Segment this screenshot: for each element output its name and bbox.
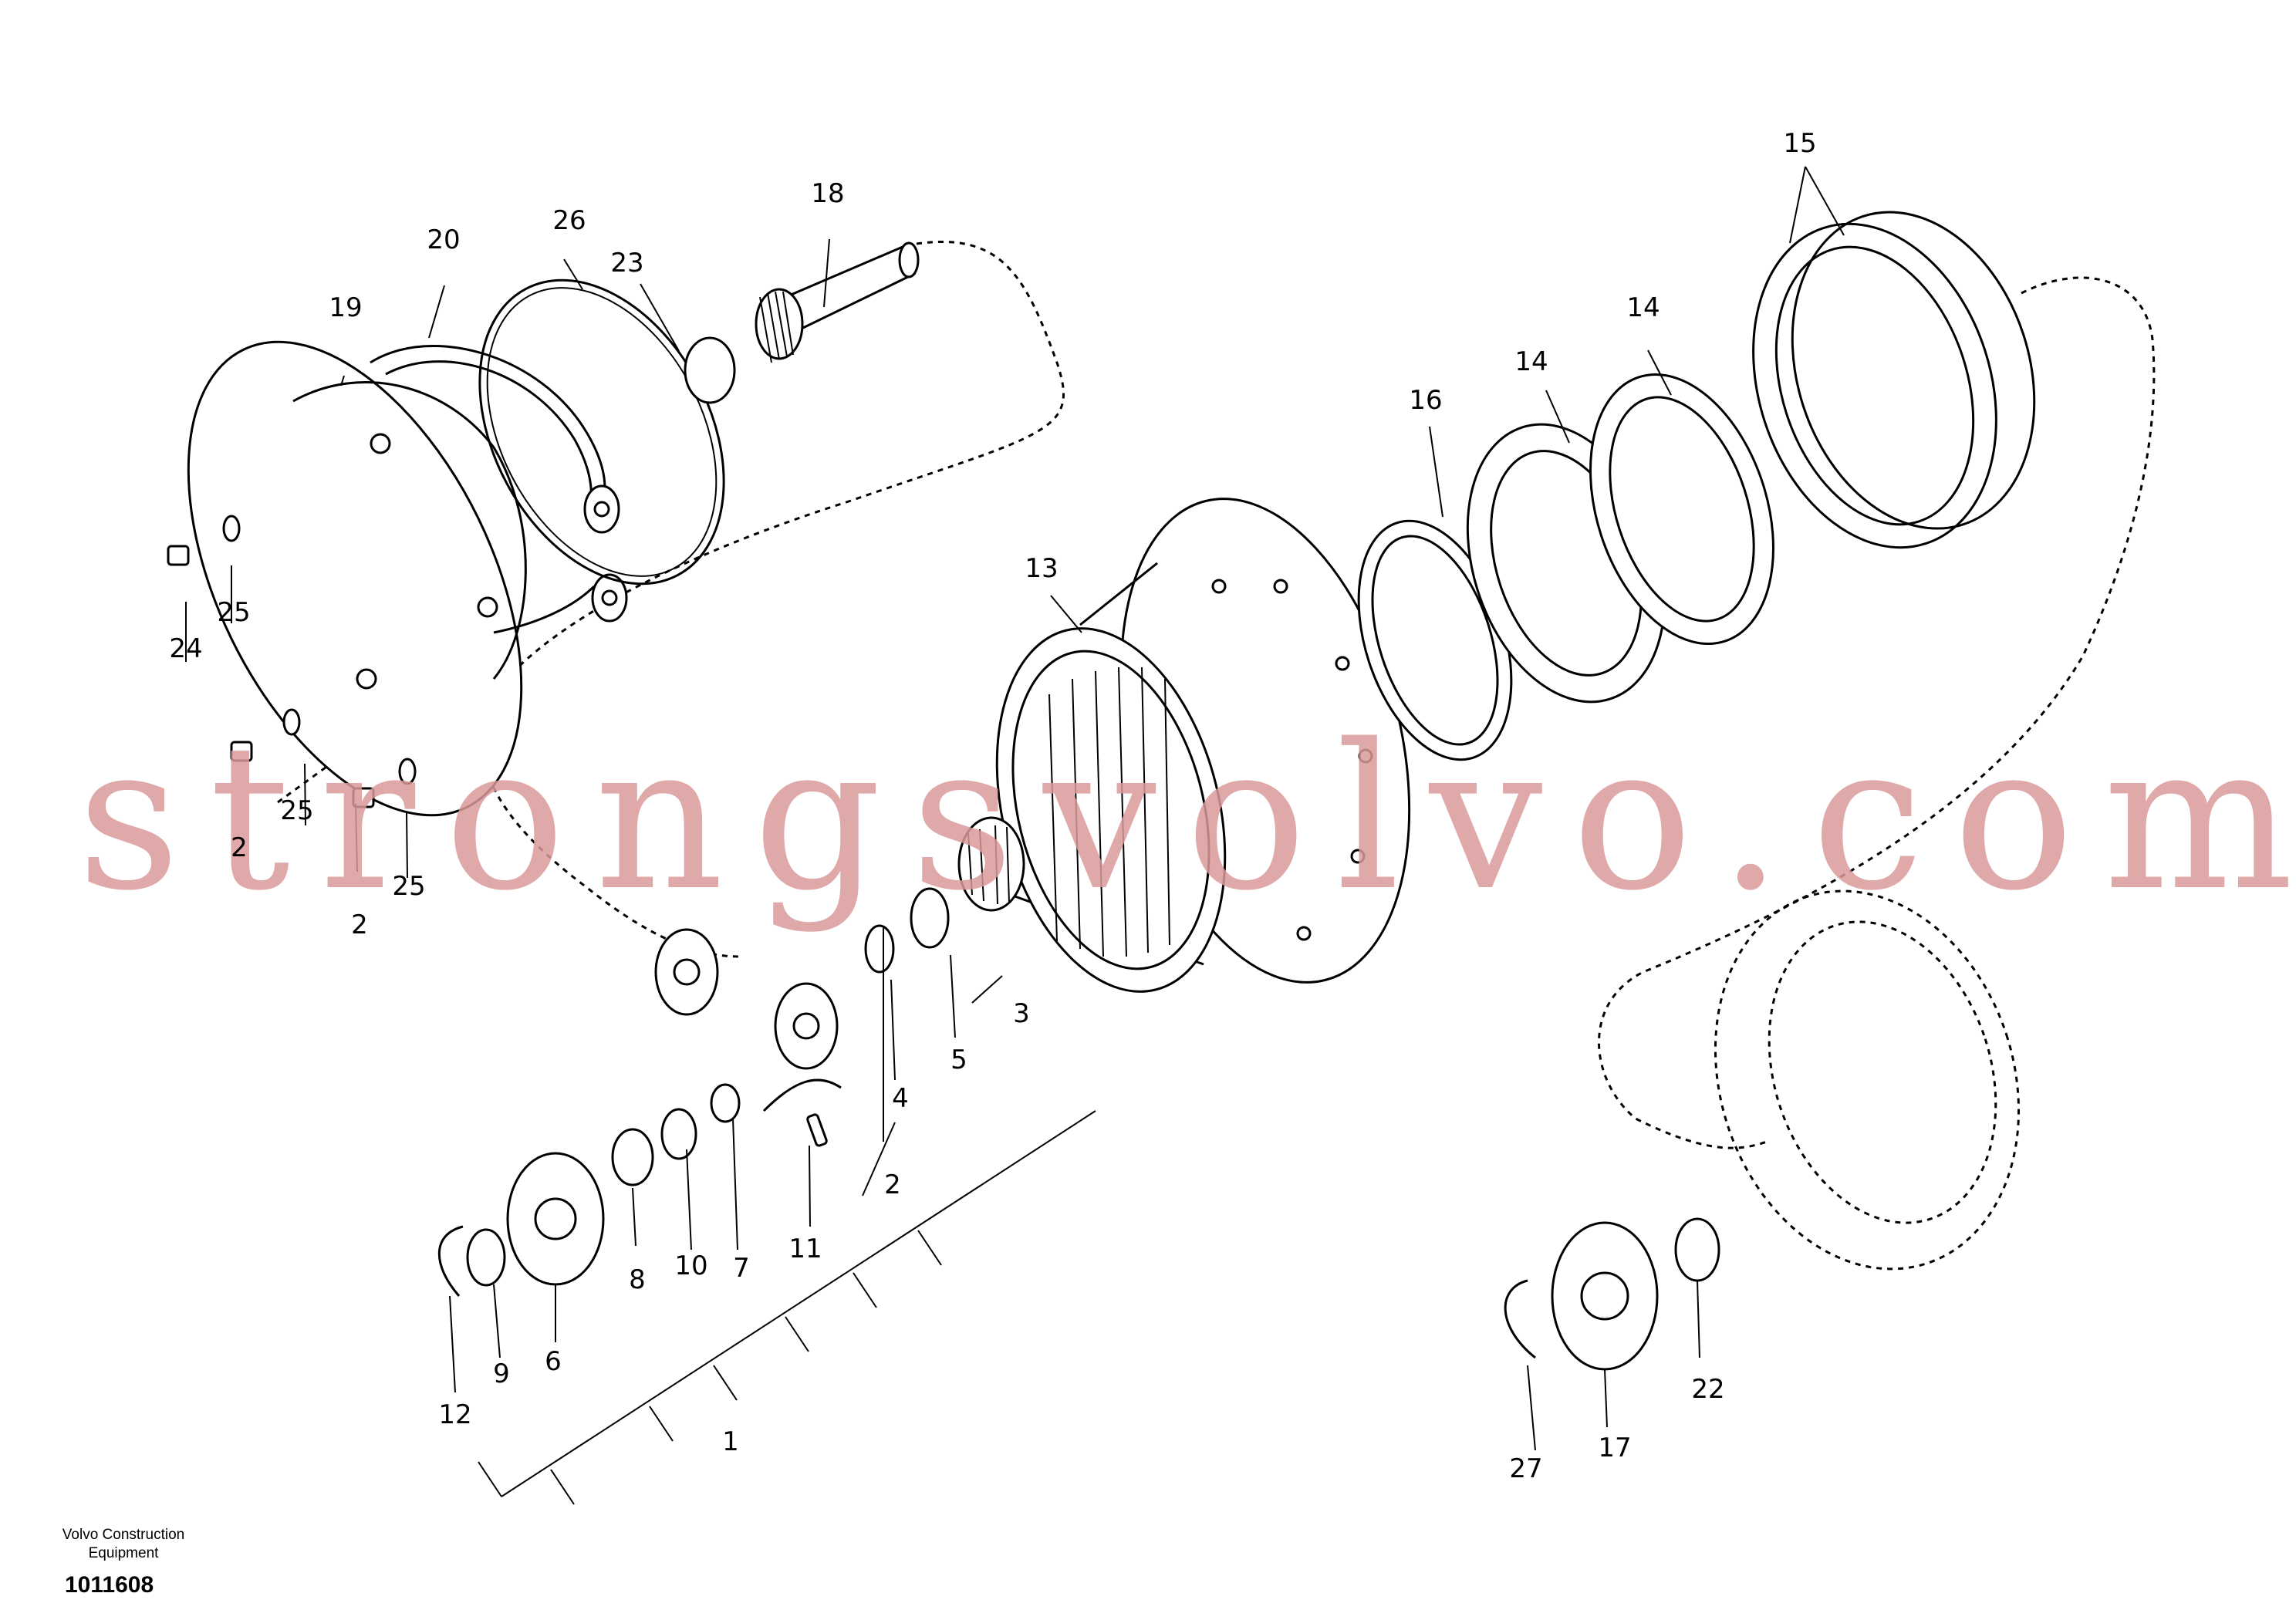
callout-15: 15 <box>1783 128 1816 159</box>
end-cover-part <box>187 340 527 817</box>
callout-12: 12 <box>438 1399 471 1430</box>
callout-16: 16 <box>1409 385 1442 416</box>
thrust-piece-part <box>684 336 736 404</box>
callout-1: 1 <box>722 1426 739 1457</box>
callout-23: 23 <box>610 248 643 278</box>
callout-25-mid: 25 <box>280 795 313 826</box>
seal-part <box>1752 211 2036 549</box>
callout-11: 11 <box>788 1234 822 1264</box>
callout-22: 22 <box>1691 1374 1724 1405</box>
callout-6: 6 <box>545 1346 562 1377</box>
second-stage-gear-set <box>1504 889 2021 1371</box>
input-shaft-part <box>755 241 920 363</box>
callout-25-top: 25 <box>217 597 250 628</box>
publisher-credit: Volvo Construction Equipment <box>31 1526 216 1563</box>
callout-7: 7 <box>733 1253 750 1284</box>
callout-5: 5 <box>950 1045 967 1075</box>
callout-9: 9 <box>493 1358 510 1389</box>
bearing-parts <box>1466 373 1774 704</box>
callout-labels: 18 26 20 23 19 15 14 14 16 13 25 24 25 2… <box>169 128 1816 1484</box>
callout-2-lower: 2 <box>884 1169 901 1200</box>
leader-lines <box>185 166 1845 1505</box>
retaining-ring-part <box>370 345 628 634</box>
callout-17: 17 <box>1598 1433 1631 1463</box>
callout-20: 20 <box>427 224 460 255</box>
callout-25-bottom: 25 <box>392 871 425 902</box>
publisher-credit-line1: Volvo Construction <box>62 1527 185 1543</box>
hub-housing-part <box>995 498 1411 993</box>
callout-24: 24 <box>169 633 202 664</box>
callout-10: 10 <box>674 1250 707 1281</box>
watermark-text: strongsvolvo.com <box>77 702 2296 935</box>
callout-13: 13 <box>1025 553 1058 584</box>
callout-2-middle: 2 <box>351 910 368 940</box>
callout-18: 18 <box>811 178 844 209</box>
publisher-credit-line2: Equipment <box>88 1545 159 1561</box>
callout-26: 26 <box>552 205 586 236</box>
callout-2-upper: 2 <box>231 832 248 863</box>
planet-gear-subassembly <box>437 1108 828 1297</box>
bolts-and-washers <box>167 515 417 808</box>
callout-3: 3 <box>1013 998 1030 1029</box>
callout-8: 8 <box>629 1264 646 1295</box>
callout-14-upper: 14 <box>1626 292 1660 323</box>
planetary-gear-set <box>654 816 1025 1123</box>
callout-19: 19 <box>329 292 362 323</box>
callout-27: 27 <box>1509 1453 1542 1484</box>
callout-14-lower: 14 <box>1514 346 1548 377</box>
drawing-number: 1011608 <box>65 1572 154 1598</box>
callout-4: 4 <box>892 1083 909 1114</box>
